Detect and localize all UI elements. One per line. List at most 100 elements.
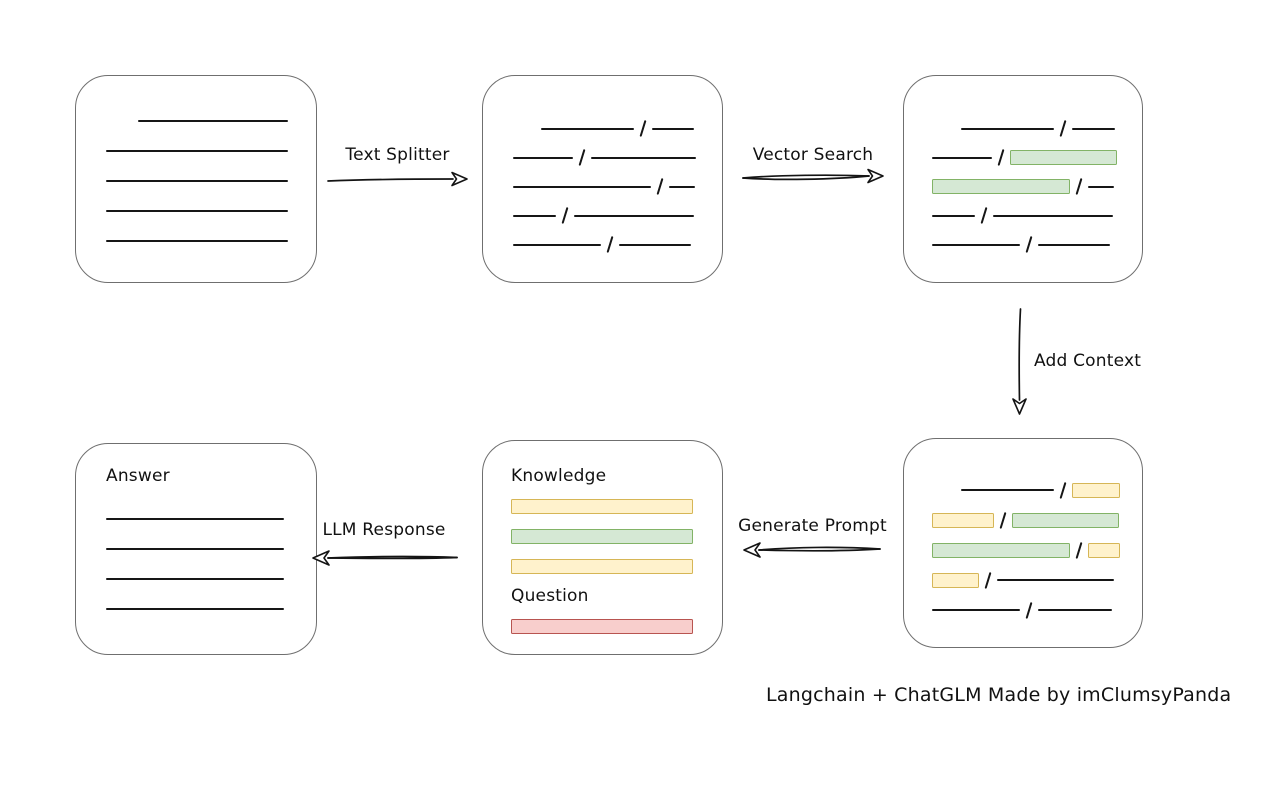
box-row [106,226,316,256]
llm-response-label: LLM Response [322,520,446,540]
text-line [961,489,1054,491]
add-context-label: Add Context [1034,351,1142,371]
question-label: Question [511,586,589,606]
diagram-caption: Langchain + ChatGLM Made by imClumsyPand… [766,684,1232,706]
box-row [961,475,1142,505]
box-row [541,114,722,143]
box-row [513,201,722,230]
text-line [513,243,601,246]
box-row: Answer [106,461,316,491]
text-line [932,156,992,159]
box-row: Question [511,581,722,611]
text-line [106,608,284,610]
text-line [932,214,975,217]
text-line [1038,609,1113,611]
text-line [106,240,288,242]
green-highlight-bar [932,542,1070,558]
yellow-highlight-bar [932,572,979,588]
box-row [932,565,1142,595]
generate-prompt-arrow-icon [743,542,881,558]
box-row [106,196,316,226]
slash-separator-icon [561,207,569,224]
box-row [106,594,316,624]
text-line [106,180,288,182]
box-row [513,143,722,172]
box-row [932,230,1142,259]
text-line [652,127,695,130]
text-line [961,127,1054,130]
slash-separator-icon [606,236,614,253]
answer-label: Answer [106,466,170,486]
slash-separator-icon [1025,601,1033,619]
llm-response-arrow-icon [312,550,458,566]
box-row [932,201,1142,230]
yellow-highlight-bar [511,498,693,514]
box-row [932,595,1142,625]
text-line [106,578,284,580]
box-row [961,114,1142,143]
slash-separator-icon [1075,541,1083,559]
text-line [932,609,1020,611]
box-split-chunks [482,75,723,283]
text-line [1088,185,1115,188]
generate-prompt-label: Generate Prompt [738,516,887,536]
box-row [513,230,722,259]
slash-separator-icon [980,207,988,224]
slash-separator-icon [656,178,664,195]
text-line [932,243,1020,246]
green-highlight-bar [932,179,1070,194]
text-line [669,185,696,188]
box-row [138,106,316,136]
vector-search-label: Vector Search [752,145,874,165]
green-highlight-bar [1010,150,1118,165]
red-question-bar [511,618,693,634]
text-line [997,579,1115,581]
box-row [511,611,722,641]
slash-separator-icon [639,120,647,137]
text-line [541,127,634,130]
slash-separator-icon [999,511,1007,529]
box-vector-search-matches [903,75,1143,283]
slash-separator-icon [997,149,1005,166]
text-line [513,156,573,159]
slash-separator-icon [1075,178,1083,195]
yellow-highlight-bar [932,512,994,528]
box-row [511,521,722,551]
slash-separator-icon [1059,120,1067,137]
text-splitter-arrow-icon [327,171,468,187]
slash-separator-icon [1025,236,1033,253]
box-row [106,564,316,594]
text-line [106,548,284,550]
text-line [591,156,697,159]
green-highlight-bar [511,528,693,544]
box-row [932,172,1142,201]
box-row [511,551,722,581]
box-row [513,172,722,201]
text-line [138,120,288,122]
box-row [932,143,1142,172]
vector-search-arrow-icon [742,168,884,184]
yellow-highlight-bar [511,558,693,574]
box-answer: Answer [75,443,317,655]
box-row [106,166,316,196]
text-line [106,210,288,212]
box-row [932,535,1142,565]
box-row [106,534,316,564]
yellow-highlight-bar [1088,542,1121,558]
text-line [106,518,284,520]
slash-separator-icon [578,149,586,166]
text-line [1038,243,1111,246]
box-row: Knowledge [511,461,722,491]
text-line [619,243,692,246]
slash-separator-icon [1059,481,1067,499]
box-row [932,505,1142,535]
box-row [511,491,722,521]
text-line [1072,127,1116,130]
text-line [574,214,695,217]
box-row [106,136,316,166]
box-row [106,504,316,534]
green-highlight-bar [1012,512,1120,528]
text-line [513,214,556,217]
